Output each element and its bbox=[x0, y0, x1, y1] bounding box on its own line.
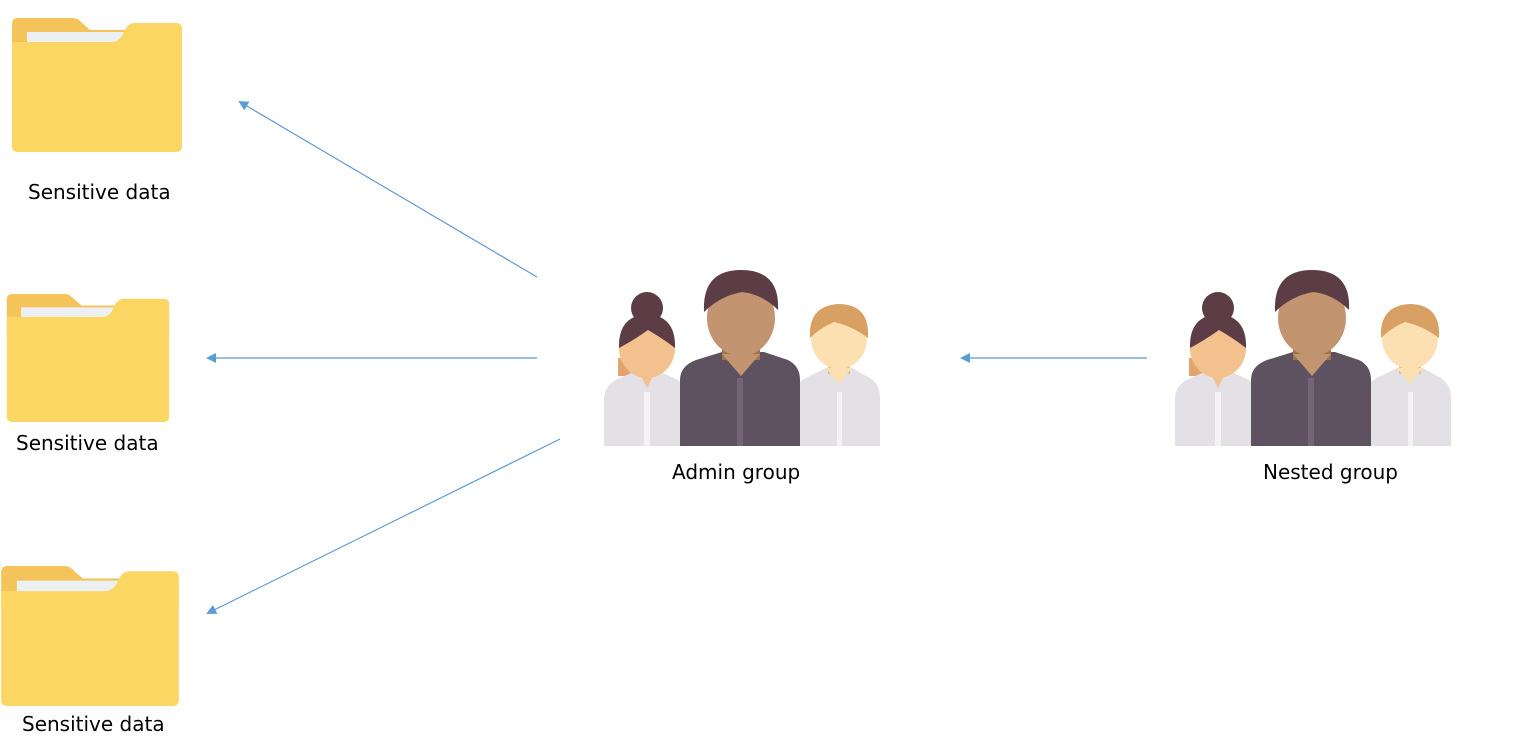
folder-icon bbox=[12, 18, 182, 152]
admin-group-label: Admin group bbox=[672, 460, 801, 484]
nested-group-label: Nested group bbox=[1263, 460, 1398, 484]
folder-node-1 bbox=[12, 18, 182, 152]
arrow-admin-to-folder-3 bbox=[206, 438, 561, 614]
arrow-admin-to-folder-1 bbox=[238, 100, 538, 278]
admin-group-node bbox=[604, 270, 880, 446]
folder-node-2 bbox=[6, 294, 170, 422]
folder-icon bbox=[6, 294, 170, 422]
folder-icon bbox=[1, 566, 179, 706]
folder-label: Sensitive data bbox=[28, 180, 171, 204]
nested-group-node bbox=[1175, 270, 1451, 446]
user-group-icon bbox=[1175, 270, 1451, 446]
folder-label: Sensitive data bbox=[16, 431, 159, 455]
folder-label: Sensitive data bbox=[22, 712, 165, 736]
folder-node-3 bbox=[1, 566, 179, 706]
user-group-icon bbox=[604, 270, 880, 446]
